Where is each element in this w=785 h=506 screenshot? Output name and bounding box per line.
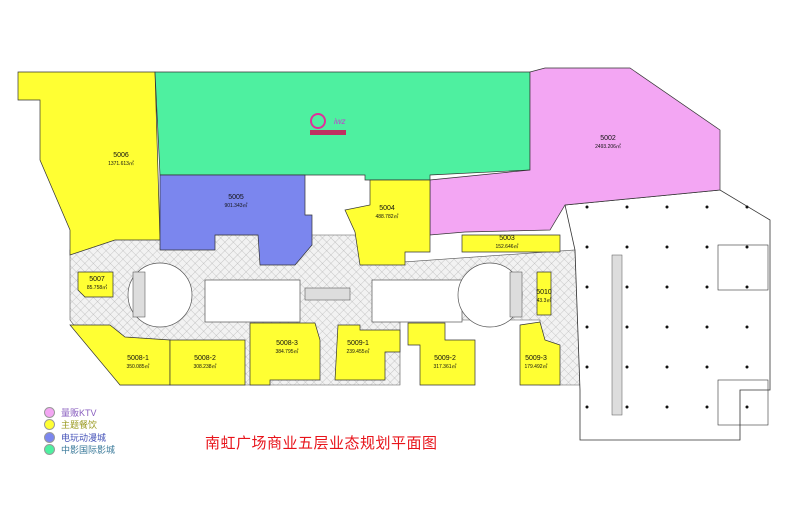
escalator [509,271,523,318]
unit-5009-3[interactable] [519,321,561,386]
unit-area-label: 901.343㎡ [224,202,247,209]
unit-number-label: 5008-1 [127,355,149,362]
unit-number-label: 5008-3 [276,340,298,347]
unit-5007[interactable] [77,271,114,298]
unit-area-label: 85.758㎡ [87,284,107,291]
escalator [304,287,351,301]
unit-5004[interactable] [344,179,431,266]
unit-5009-2[interactable] [407,322,476,386]
legend-dot-icon [44,419,55,431]
unit-5009-1[interactable] [334,324,401,381]
unit-number-label: 5004 [379,205,395,212]
unit-area-label: 350.085㎡ [126,363,149,370]
restroom [717,379,769,426]
unit-area-label: 384.795㎡ [275,348,298,355]
legend-item-ktv: 量贩KTV [44,406,115,419]
legend-dot-icon [44,431,55,443]
unit-area-label: 43.3㎡ [537,297,552,304]
unit-number-label: 5006 [113,152,129,159]
unit-number-label: 5008-2 [194,355,216,362]
unit-number-label: 5009-3 [525,355,547,362]
unit-area-label: 152.646㎡ [495,243,518,250]
atrium-void [204,279,301,323]
unit-5010[interactable] [536,271,552,316]
unit-area-label: 2493.206㎡ [595,143,621,150]
legend-dot-icon [44,444,55,456]
stairs [611,254,623,416]
unit-number-label: 5010 [536,289,552,296]
unit-cinema[interactable] [154,71,531,181]
unit-5005[interactable] [159,174,313,266]
unit-number-label: 5007 [89,276,105,283]
plan-title: 南虹广场商业五层业态规划平面图 [205,434,438,452]
unit-number-label: 5005 [228,194,244,201]
unit-area-label: 1371.613㎡ [108,160,134,167]
legend-item-arcade: 电玩动漫城 [44,431,115,444]
unit-area-label: 308.238㎡ [193,363,216,370]
cinema-logo: iwz [310,113,346,135]
unit-number-label: 5003 [499,235,515,242]
unit-area-label: 488.782㎡ [375,213,398,220]
unit-area-label: 179.492㎡ [524,363,547,370]
atrium-void [371,279,463,323]
unit-5003[interactable] [461,234,561,253]
unit-5008-3[interactable] [249,322,321,386]
restroom [717,244,769,291]
escalator [132,271,146,318]
legend: 量贩KTV 主题餐饮 电玩动漫城 中影国际影城 [44,406,115,456]
unit-area-label: 239.455㎡ [346,348,369,355]
unit-5008-2[interactable] [169,339,246,386]
unit-area-label: 317.361㎡ [433,363,456,370]
svg-text:iwz: iwz [334,117,346,126]
unit-5002[interactable] [429,67,721,236]
unit-5006[interactable] [17,71,161,256]
legend-item-cinema: 中影国际影城 [44,444,115,457]
unit-number-label: 5009-2 [434,355,456,362]
legend-item-dining: 主题餐饮 [44,419,115,432]
unit-number-label: 5002 [600,135,616,142]
unit-number-label: 5009-1 [347,340,369,347]
legend-dot-icon [44,406,55,418]
